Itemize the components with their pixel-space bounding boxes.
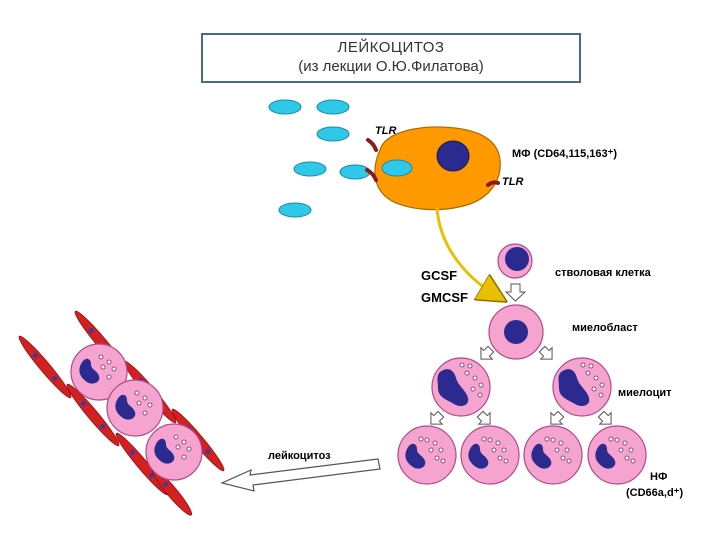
bacteria-group <box>268 99 371 218</box>
neutrophil-label: НФ <box>650 471 668 483</box>
bacterium <box>339 164 371 180</box>
bacterium <box>268 99 302 115</box>
tlr-receptor <box>366 138 378 152</box>
neutrophil-cell <box>460 425 520 485</box>
bacterium <box>316 126 350 142</box>
arrow-to-neutrophil <box>476 410 491 425</box>
neutrophil-cell <box>106 379 164 437</box>
bacterium <box>278 202 312 218</box>
title-box: ЛЕЙКОЦИТОЗ (из лекции О.Ю.Филатова) <box>201 33 581 83</box>
neutrophil-row <box>397 425 647 485</box>
myeloblast-cell <box>488 304 544 360</box>
tlr-label-bottom: TLR <box>502 176 524 188</box>
arrow-to-myelocyte-left <box>480 345 495 360</box>
neutrophil-cell <box>523 425 583 485</box>
bacterium <box>293 161 327 177</box>
leukocytosis-arrow <box>220 458 381 492</box>
gmcsf-label: GMCSF <box>421 290 468 305</box>
arrow-to-neutrophil <box>430 410 445 425</box>
title-subtitle: (из лекции О.Ю.Филатова) <box>298 58 484 75</box>
vessel-neutrophils <box>70 343 203 481</box>
tlr-receptor <box>486 180 500 187</box>
title-main: ЛЕЙКОЦИТОЗ <box>337 39 445 56</box>
myelocyte-cell <box>552 357 612 417</box>
cytokine-arrow <box>435 207 497 296</box>
neutrophil-cell <box>587 425 647 485</box>
stem-cell <box>497 243 533 279</box>
neutrophil-cell <box>70 343 128 401</box>
leukocytosis-label: лейкоцитоз <box>268 450 331 462</box>
stem-cell-label: стволовая клетка <box>555 267 651 279</box>
arrow-stem-to-myeloblast <box>504 283 527 302</box>
arrow-to-myelocyte-right <box>538 345 553 360</box>
neutrophil-cell <box>145 423 203 481</box>
macrophage <box>365 126 501 211</box>
neutrophil-cell <box>397 425 457 485</box>
myeloblast-label: миелобласт <box>572 322 638 334</box>
macrophage-label: МФ (CD64,115,163⁺) <box>512 148 618 160</box>
engulfed-bacterium <box>381 159 413 177</box>
myelocyte-label: миелоцит <box>618 387 672 399</box>
gcsf-label: GCSF <box>421 268 458 283</box>
tlr-label-top: TLR <box>375 125 397 137</box>
tlr-receptor <box>365 168 378 182</box>
neutrophil-markers-label: (CD66a,d⁺) <box>626 487 684 499</box>
arrow-to-neutrophil <box>597 410 612 425</box>
bacterium <box>316 99 350 115</box>
myelocyte-cell <box>431 357 491 417</box>
arrow-to-neutrophil <box>550 410 565 425</box>
